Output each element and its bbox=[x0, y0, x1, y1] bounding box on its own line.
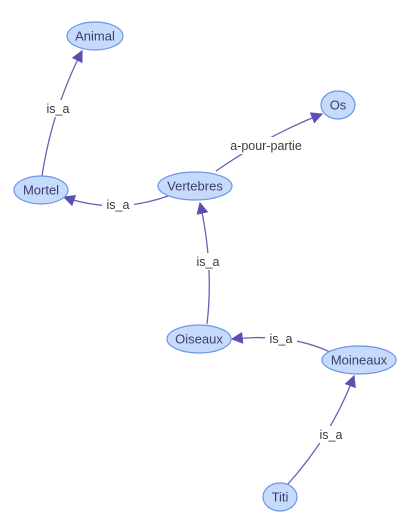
node-label-animal: Animal bbox=[75, 29, 115, 44]
node-vertebres[interactable]: Vertebres bbox=[157, 171, 233, 201]
node-moineaux[interactable]: Moineaux bbox=[321, 345, 397, 375]
node-label-mortel: Mortel bbox=[23, 183, 59, 198]
edge-titi-moineaux[interactable]: is_a bbox=[287, 374, 356, 485]
edges-layer: is_a a-pour-partie is_a is_a is_a is_a bbox=[41, 49, 356, 485]
node-mortel[interactable]: Mortel bbox=[13, 175, 69, 205]
edge-vertebres-mortel[interactable]: is_a bbox=[62, 194, 169, 213]
node-label-oiseaux: Oiseaux bbox=[175, 332, 223, 347]
edge-vertebres-os[interactable]: a-pour-partie bbox=[215, 112, 324, 172]
edge-mortel-animal[interactable]: is_a bbox=[41, 49, 83, 177]
edge-label-vertebres-os: a-pour-partie bbox=[230, 139, 302, 153]
node-animal[interactable]: Animal bbox=[66, 21, 124, 51]
node-oiseaux[interactable]: Oiseaux bbox=[166, 324, 232, 354]
edge-label-mortel-animal: is_a bbox=[47, 102, 70, 116]
edge-oiseaux-vertebres[interactable]: is_a bbox=[193, 201, 223, 325]
edge-moineaux-oiseaux[interactable]: is_a bbox=[230, 330, 331, 353]
node-label-moineaux: Moineaux bbox=[331, 353, 388, 368]
node-titi[interactable]: Titi bbox=[262, 482, 298, 512]
node-label-titi: Titi bbox=[272, 490, 289, 505]
node-label-vertebres: Vertebres bbox=[167, 179, 223, 194]
edge-label-vertebres-mortel: is_a bbox=[107, 198, 130, 212]
edge-label-moineaux-oiseaux: is_a bbox=[270, 332, 293, 346]
nodes-layer: Animal Os Mortel Vertebres Oiseaux Moine… bbox=[13, 21, 397, 512]
node-label-os: Os bbox=[330, 98, 347, 113]
edge-label-titi-moineaux: is_a bbox=[320, 428, 343, 442]
node-os[interactable]: Os bbox=[320, 90, 356, 120]
edge-label-oiseaux-vertebres: is_a bbox=[197, 255, 220, 269]
